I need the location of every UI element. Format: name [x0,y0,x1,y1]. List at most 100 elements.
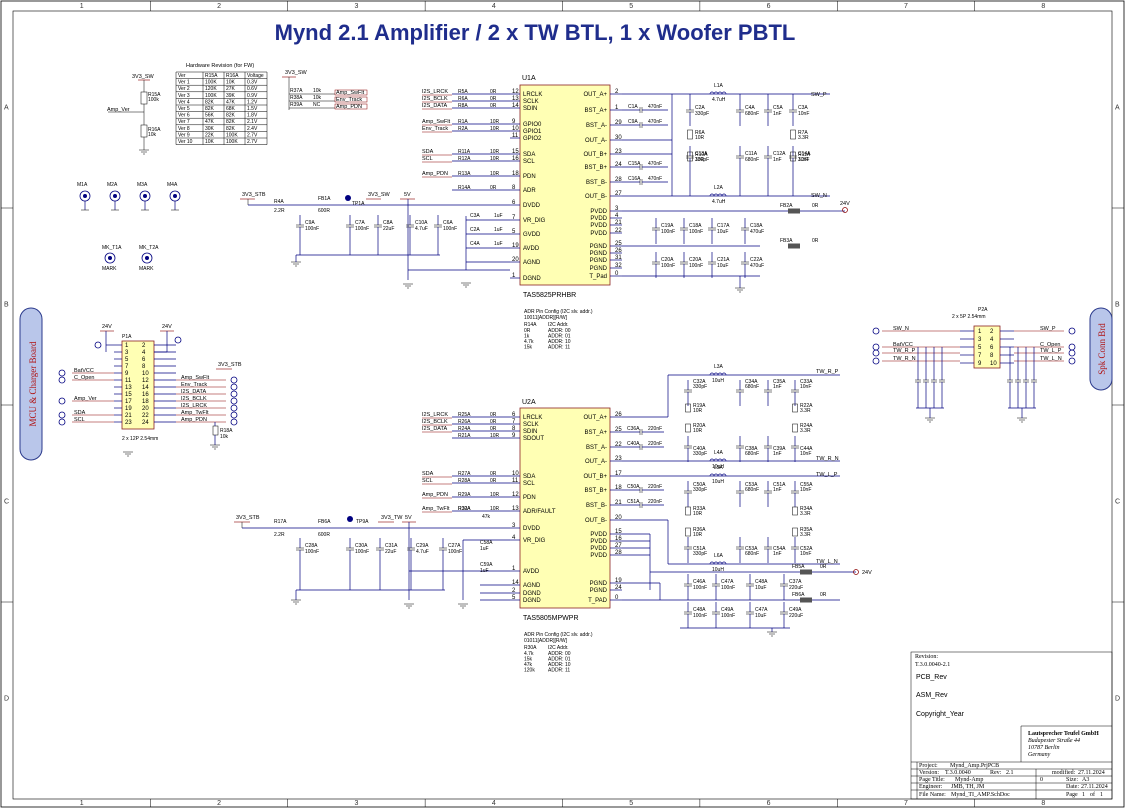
lower-right-pin-num: 15 [615,529,622,535]
upper-right-pin-num: 2 [615,89,619,95]
p2a-pin-num: 5 [978,345,982,351]
svg-text:600R: 600R [318,208,330,214]
p1a-pin-num: 4 [142,350,146,356]
upper-adr-note: ADR Pin Config (I2C slv. addr.) 10011[AD… [524,309,593,351]
cap-value: 220uF [789,585,803,591]
p2a-left-net: SW_N [893,326,909,332]
cap-ref: C6A [443,220,453,226]
frame-col-top-8: 8 [1041,3,1045,10]
cap-value: 100nF [721,613,735,619]
series-resistor-value: 10R [490,433,500,439]
lower-right-pin-name: BST_B+ [584,488,607,494]
cap-ref: C18A [750,223,763,229]
hw-table-header-0: Ver [178,73,186,79]
upper-right-pin-name: PVDD [590,216,607,222]
spk-board-label: Spk Conn Brd [1097,323,1107,375]
upper-right-pin-name: OUT_A- [585,138,607,144]
p1a-pin-num: 20 [142,406,149,412]
filter-cap-value: 10nF [800,384,811,390]
damping-resistor-ref: R7A [798,130,808,136]
cap-ref: C3A [798,105,808,111]
rail-3v3-stb-b: 3V3_STB [218,362,242,368]
cap-ref: C4A [470,241,480,247]
lower-left-pin-name: DGND [523,591,541,597]
p1a-left-net: SDA [74,410,86,416]
series-resistor-ref: R25A [458,412,471,418]
p1a-pin-num: 1 [125,343,129,349]
cap-ref: C46A [693,579,706,585]
hw-table-cell: 47K [226,99,236,105]
lower-left-pin-num: 6 [512,412,516,418]
upper-right-pin-num: 29 [615,120,622,126]
cap-ref: C31A [385,543,398,549]
frame-col-bottom-7: 7 [904,800,908,807]
rail-3v3-tw-a: 3V3_TW [381,515,403,521]
frame-row-right-C: C [1115,499,1120,506]
hw-table-cell: 1.2V [247,99,258,105]
tb-date-label: Date: [1066,784,1079,790]
filter-cap-value: 330pF [693,384,707,390]
upper-adr-row: ADDR: 00 [548,328,571,334]
mcu-charger-connector: MCU & Charger Board P1A 2 x 12P 2.54mm 1… [19,307,242,461]
lower-left-pin-name: ADR/FAULT [523,509,556,515]
upper-right-pin-num: 1 [615,105,619,111]
bootstrap-cap-value: 220nF [648,441,662,447]
upper-right-pin-num: 24 [615,162,622,168]
upper-adr-row: ADDR: 01 [548,334,571,340]
company-city: 10787 Berlin [1028,745,1060,751]
frame-col-top-3: 3 [354,3,358,10]
ferrite-ref: FB5A [792,564,805,570]
lower-left-pin-num: 10 [512,471,519,477]
damping-resistor-value: 10R [695,157,705,163]
upper-left-pin-num: 18 [512,171,519,177]
adr-resistor-value: 47k [482,514,491,520]
lower-left-pin-num: 11 [512,478,519,484]
cap-ref: C27A [448,543,461,549]
lower-adr-row: 15k [524,657,533,663]
svg-text:R38A: R38A [290,95,303,101]
tb-size: A3 [1082,777,1089,783]
cap-ref: C48A [755,579,768,585]
p2a-right-net: SW_P [1040,326,1056,332]
hw-table-cell: Ver 6 [178,113,190,119]
adr-resistor-ref: R30A [458,506,471,512]
rail-3v3-sw-c: 3V3_SW [368,192,391,198]
tb-file: Mynd_TI_AMP.SchDoc [951,792,1010,798]
cap-ref: C49A [789,607,802,613]
hw-table-cell: 100K [205,80,217,86]
svg-text:10k: 10k [313,95,322,101]
upper-left-pin-num: 8 [512,185,516,191]
series-resistor-ref: R29A [458,492,471,498]
p1a-pin-num: 13 [125,385,132,391]
lower-left-pin-num: 4 [512,535,516,541]
lower-right-pin-num: 0 [615,595,619,601]
lower-right-pin-num: 28 [615,550,622,556]
series-resistor-ref: R5A [458,89,468,95]
filter-cap-ref: C51A [693,546,706,552]
lower-right-pin-num: 26 [615,412,622,418]
upper-adr-row: 15k [524,345,533,351]
rail-24v-c: 24V [162,324,172,330]
upper-left-pin-num: 7 [512,215,516,221]
damping-resistor-value: 10R [693,408,703,414]
damping-resistor-ref: R33A [693,506,706,512]
upper-adr-header: R14A [524,322,537,328]
hw-table-cell: 1.5V [247,106,258,112]
cap-ref: C28A [305,543,318,549]
upper-ic-part: TAS5825PRHBR [523,292,576,299]
svg-text:R4A: R4A [274,199,284,205]
filter-cap-ref: C55A [800,482,813,488]
hw-table-cell: 47K [205,119,215,125]
p1a-body [121,340,155,430]
filter-cap-ref: C34A [745,379,758,385]
lower-left-net: I2S_LRCK [422,412,448,418]
lower-right-pin-name: BST_A- [586,445,607,451]
damping-resistor-ref: R22A [800,403,813,409]
lower-ic-body [519,407,611,609]
cap-value: 100nF [693,585,707,591]
tb-date: 27.11.2024 [1081,784,1108,790]
lower-left-pin-name: SDOUT [523,436,544,442]
frame-col-top-6: 6 [767,3,771,10]
lower-left-pin-name: AVDD [523,569,540,575]
page-title: Mynd 2.1 Amplifier / 2 x TW BTL, 1 x Woo… [275,20,796,45]
